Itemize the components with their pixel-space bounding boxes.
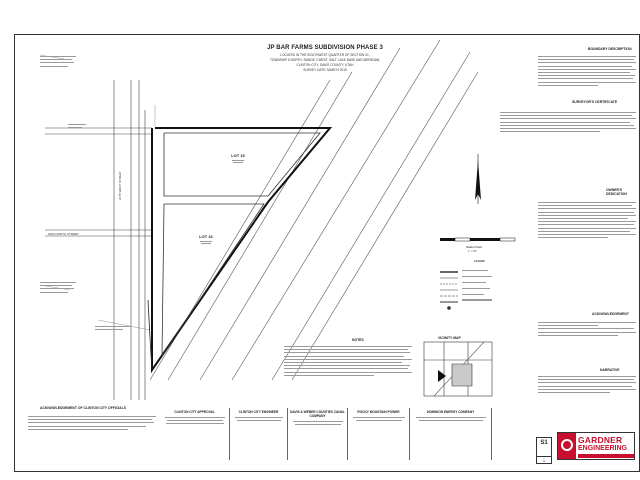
leader-3	[39, 54, 71, 61]
vicinity-map-title: VICINITY MAP	[438, 336, 461, 340]
plat-location-line-2: TOWNSHIP 5 NORTH, RANGE 2 WEST, SALT LAK…	[269, 58, 381, 62]
signature-block-title: CLINTON CITY ENGINEER	[238, 410, 279, 414]
signature-block-city-engineer: CLINTON CITY ENGINEER	[230, 408, 288, 460]
gear-icon	[561, 439, 573, 451]
signature-block-dominion-energy: DOMINION ENERGY COMPANY	[410, 408, 492, 460]
north-arrow	[475, 154, 481, 204]
surveyors-certificate-heading: SURVEYOR'S CERTIFICATE	[572, 100, 618, 104]
lot-lines	[161, 132, 321, 357]
acknowledgement-text	[538, 322, 638, 338]
scale-label: Scale in Feet	[466, 246, 482, 249]
signature-block-title: CLINTON CITY APPROVAL	[174, 410, 215, 414]
west-street-label: 2175 WEST STREET	[118, 171, 122, 200]
left-note-top	[40, 56, 80, 69]
signature-block-canal-company: DAVIS & WEBER COUNTIES CANAL COMPANY	[288, 408, 348, 460]
vicinity-map	[423, 341, 493, 397]
south-street-label: 1800 NORTH STREET	[48, 232, 79, 236]
notes-title: NOTES	[352, 338, 364, 342]
plat-location-line-1: LOCATED IN THE SOUTHWEST QUARTER OF SECT…	[280, 53, 370, 57]
scale-ratio: 1" = 30'	[468, 250, 477, 253]
row-line-6	[291, 71, 479, 381]
row-line-3	[199, 47, 401, 381]
street-lines	[45, 80, 152, 400]
company-name-line-2: ENGINEERING	[578, 445, 628, 452]
scale-bar	[440, 237, 516, 242]
signature-block-city-approval: CLINTON CITY APPROVAL	[160, 408, 230, 460]
company-name-line-1: GARDNER	[578, 435, 623, 445]
subdivision-boundary	[151, 127, 333, 374]
logo-emblem	[558, 433, 576, 459]
boundary-description-heading: BOUNDARY DESCRIPTION	[588, 47, 632, 51]
railroad-row-lines	[149, 39, 479, 381]
sheet-number: S1	[536, 437, 552, 457]
row-line-5	[271, 51, 471, 381]
company-logo: GARDNER ENGINEERING	[557, 432, 635, 460]
left-note-bottom	[40, 282, 80, 295]
lot-16-west-line	[161, 203, 165, 357]
boundary-description-text	[538, 56, 638, 88]
legend-symbols	[440, 271, 458, 310]
row-line-2	[167, 71, 353, 381]
sheet-total: 1	[536, 456, 552, 464]
narrative-text	[538, 376, 638, 395]
narrative-heading: NARRATIVE	[600, 368, 620, 372]
logo-strip	[578, 454, 634, 458]
leader-2	[97, 319, 151, 331]
left-note-mid	[68, 124, 98, 130]
city-officials-text	[28, 416, 158, 432]
lot-16-area	[186, 240, 226, 245]
signature-block-title: ROCKY MOUNTAIN POWER	[357, 410, 400, 414]
city-officials-acknowledgement: ACKNOWLEDGEMENT OF CLINTON CITY OFFICIAL…	[40, 406, 126, 410]
row-line-4	[231, 39, 441, 381]
signature-block-title: DAVIS & WEBER COUNTIES CANAL COMPANY	[290, 410, 345, 418]
legend-title: LEGEND	[474, 260, 485, 263]
lot-16-outline	[161, 203, 265, 357]
lot-15-label: LOT 15	[231, 153, 245, 158]
notes-text	[284, 346, 414, 378]
legend-descriptions	[462, 270, 502, 305]
signature-block-rocky-mountain-power: ROCKY MOUNTAIN POWER	[348, 408, 410, 460]
owners-dedication-text	[538, 202, 638, 240]
lot-16-label: LOT 16	[199, 234, 213, 239]
acknowledgement-heading: ACKNOWLEDGEMENT	[592, 312, 629, 316]
boundary-polyline	[151, 127, 333, 374]
plat-title: JP BAR FARMS SUBDIVISION PHASE 3	[267, 45, 383, 51]
owners-dedication-heading: OWNER'S DEDICATION	[606, 188, 627, 196]
lot-15-area	[218, 159, 258, 164]
left-note-lower	[95, 326, 135, 332]
plat-location-line-3: CLINTON CITY, DAVIS COUNTY, UTAH	[296, 63, 354, 67]
signature-block-title: DOMINION ENERGY COMPANY	[426, 410, 475, 414]
south-line-curve	[147, 299, 153, 371]
lot-15-outline	[163, 132, 321, 197]
plat-survey-date: SURVEY DATE: MARCH 2019	[303, 68, 347, 72]
surveyors-certificate-text	[500, 112, 638, 134]
